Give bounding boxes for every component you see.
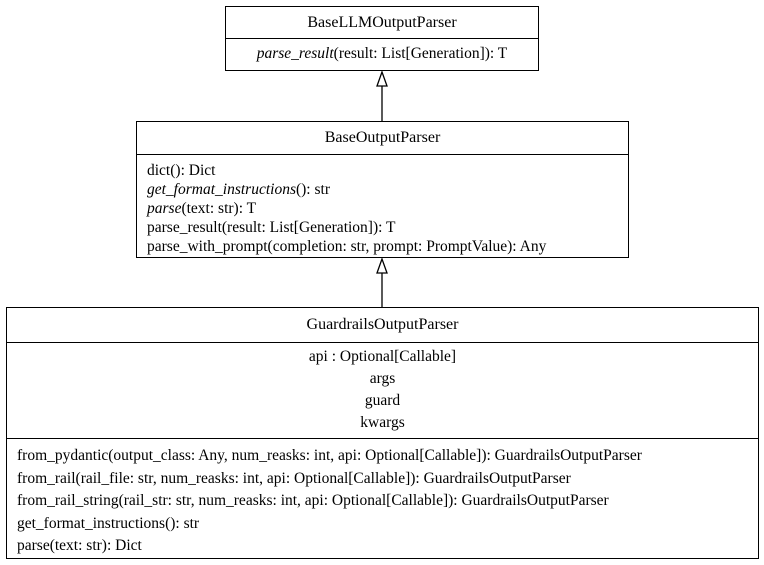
- inheritance-arrowhead: [376, 70, 388, 87]
- method-signature: (): Dict: [170, 162, 216, 179]
- attribute-item: guard: [364, 392, 401, 409]
- method-item: parse_result(result: List[Generation]): …: [147, 218, 628, 237]
- methods-section: parse_result(result: List[Generation]): …: [226, 39, 538, 64]
- method-name: parse_result: [147, 219, 222, 236]
- method-item: get_format_instructions(): str: [147, 180, 628, 199]
- attribute-item: args: [369, 370, 396, 387]
- class-name: BaseLLMOutputParser: [226, 7, 538, 39]
- class-box-basellmoutputparser: BaseLLMOutputParser parse_result(result:…: [225, 6, 539, 71]
- methods-section: dict(): Dict get_format_instructions(): …: [137, 155, 628, 256]
- method-signature: (result: List[Generation]): T: [221, 219, 396, 236]
- method-item: from_rail(rail_file: str, num_reasks: in…: [17, 469, 571, 487]
- attribute-item: kwargs: [360, 414, 405, 431]
- method-name: parse: [147, 200, 182, 217]
- method-name: dict: [147, 162, 171, 179]
- class-box-guardrailsoutputparser: GuardrailsOutputParser api : Optional[Ca…: [6, 307, 759, 559]
- method-name: parse_with_prompt: [147, 238, 268, 255]
- method-name: parse_result: [256, 45, 334, 62]
- method-item: parse_result(result: List[Generation]): …: [226, 44, 538, 64]
- method-signature: (text: str): T: [181, 200, 257, 217]
- method-item: from_pydantic(output_class: Any, num_rea…: [17, 447, 642, 464]
- method-item: parse(text: str): Dict: [17, 537, 142, 554]
- class-box-baseoutputparser: BaseOutputParser dict(): Dict get_format…: [136, 121, 629, 258]
- method-signature: (result: List[Generation]): T: [333, 45, 508, 62]
- method-item: dict(): Dict: [147, 161, 628, 180]
- method-signature: (completion: str, prompt: PromptValue): …: [267, 238, 547, 255]
- edge-guardrailsoutputparser-to-baseoutputparser: [376, 257, 388, 307]
- class-name: BaseOutputParser: [137, 122, 628, 155]
- class-name: GuardrailsOutputParser: [7, 308, 758, 343]
- method-name: get_format_instructions: [147, 181, 296, 198]
- methods-section: from_pydantic(output_class: Any, num_rea…: [7, 438, 758, 558]
- method-item: parse(text: str): T: [147, 199, 628, 218]
- method-item: get_format_instructions(): str: [17, 514, 200, 532]
- method-item: from_rail_string(rail_str: str, num_reas…: [17, 492, 609, 509]
- method-item: parse_with_prompt(completion: str, promp…: [147, 237, 628, 256]
- method-signature: (): str: [295, 181, 330, 198]
- edge-baseoutputparser-to-basellmoutputparser: [376, 70, 388, 121]
- inheritance-arrowhead: [376, 257, 388, 274]
- attribute-item: api : Optional[Callable]: [308, 348, 457, 365]
- attributes-section: api : Optional[Callable] args guard kwar…: [7, 343, 758, 438]
